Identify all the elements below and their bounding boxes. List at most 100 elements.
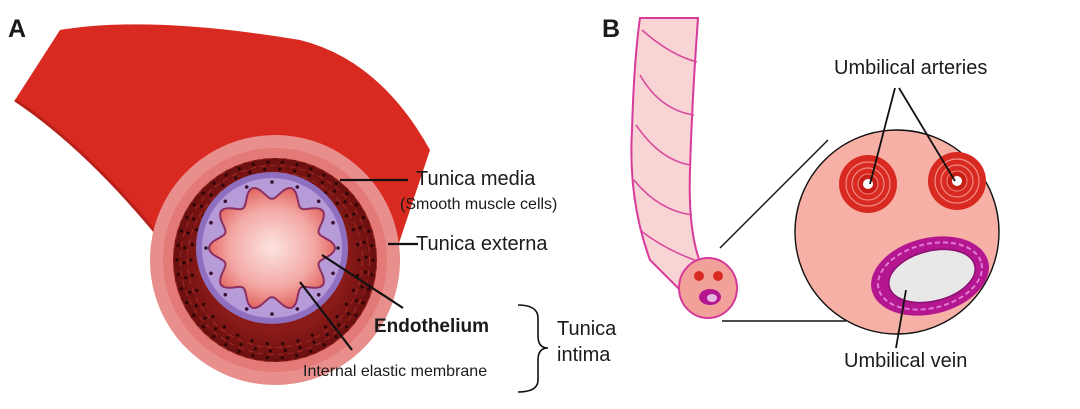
umbilical-artery-left [839,155,897,213]
muscle-nucleus [344,302,348,306]
muscle-nucleus [307,174,311,178]
endothelial-nucleus [209,220,213,225]
muscle-nucleus [236,333,240,337]
muscle-nucleus [280,356,284,360]
leader-vein [895,289,907,349]
label-tunica-intima-line1: Tunica [557,318,617,340]
muscle-nucleus [280,160,285,164]
muscle-nucleus [283,348,287,352]
muscle-nucleus [370,273,374,277]
label-umbilical-arteries: Umbilical arteries [834,57,988,79]
muscle-nucleus [192,217,196,221]
muscle-nucleus [309,349,313,353]
muscle-nucleus [176,243,180,247]
muscle-nucleus [358,226,362,230]
umbilical-cord-diagram [630,17,738,319]
muscle-nucleus [175,258,179,262]
label-internal-elastic: Internal elastic membrane [303,363,488,380]
muscle-nucleus [354,299,358,303]
endothelial-nuclei [204,180,340,316]
muscle-nucleus [298,345,302,350]
artery-lumen [207,187,337,309]
leader-endothelium [321,254,404,309]
leader-artery-right [898,87,956,182]
label-tunica-externa: Tunica externa [416,233,548,255]
muscle-nucleus [281,342,285,346]
muscle-nucleus [324,325,328,329]
tunica-intima-brace [517,304,549,393]
endothelial-nucleus [295,185,300,189]
muscle-nucleus [322,173,326,177]
muscle-nucleus [194,304,198,308]
muscle-nucleus [239,342,243,346]
endothelial-nucleus [316,292,321,297]
muscle-nucleus [224,343,228,347]
muscle-nucleus [367,287,371,291]
muscle-nucleus [332,189,337,193]
muscle-nucleus [184,276,188,280]
endothelial-nucleus [209,271,213,276]
muscle-nucleus [203,316,207,320]
umbilical-vein-enlarged [871,236,989,316]
muscle-nucleus [322,343,326,347]
muscle-nucleus [266,160,270,164]
muscle-nucleus [251,353,255,358]
muscle-nucleus [310,333,314,337]
endothelial-nucleus [244,307,249,311]
muscle-nucleus [361,301,365,305]
muscle-fiber-ring [173,158,377,362]
endothelial-nucleus [204,246,208,250]
muscle-nucleus [185,215,189,219]
muscle-nucleus [320,180,324,184]
endothelial-nucleus [331,271,335,276]
muscle-nucleus [343,200,347,204]
muscle-nucleus [351,228,355,232]
label-umbilical-vein: Umbilical vein [844,350,968,372]
muscle-nucleus [190,273,194,277]
muscle-nucleus [363,270,367,274]
endothelial-nucleus [244,185,249,189]
muscle-nucleus [263,168,267,172]
muscle-nucleus [360,285,364,289]
muscle-nucleus [209,193,213,197]
muscle-nucleus [295,354,299,358]
zoom-lines [719,139,846,322]
muscle-nucleus [185,300,189,304]
endothelial-nucleus [295,307,300,311]
muscle-nucleus [278,167,282,171]
panel-b-letter: B [602,15,621,43]
muscle-nucleus [293,169,297,173]
muscle-nucleus [222,325,226,329]
muscle-nucleus [237,349,241,353]
muscle-nucleus [312,340,316,344]
muscle-nucleus [234,176,238,180]
endothelial-nucleus [331,220,335,225]
muscle-nucleus [364,255,368,259]
muscle-nucleus [179,287,183,291]
label-tunica-intima-line2: intima [557,344,611,366]
muscle-nucleus [212,181,216,185]
muscle-nucleus [186,231,190,235]
muscle-nucleus [337,323,341,327]
muscle-nucleus [357,258,361,262]
muscle-nucleus [345,325,349,329]
muscle-nucleus [201,191,205,195]
muscle-nucleus [226,336,230,340]
muscle-nucleus [183,246,187,250]
muscle-nucleus [371,258,375,262]
panel-a-letter: A [8,15,27,43]
muscle-nucleus [192,313,196,317]
umbilical-artery-right [928,152,986,210]
muscle-nucleus [265,356,270,360]
small-artery-1 [694,271,704,281]
muscle-nucleus [202,302,206,306]
endothelial-nucleus [270,312,274,316]
small-vein-lumen [707,294,717,302]
muscle-nucleus [213,327,218,331]
umbilical-cord [630,17,704,292]
muscle-nucleus [346,312,351,316]
muscle-nucleus [248,170,252,175]
muscle-nucleus [334,335,338,339]
muscle-nucleus [221,183,225,187]
endothelial-nucleus [223,292,228,297]
